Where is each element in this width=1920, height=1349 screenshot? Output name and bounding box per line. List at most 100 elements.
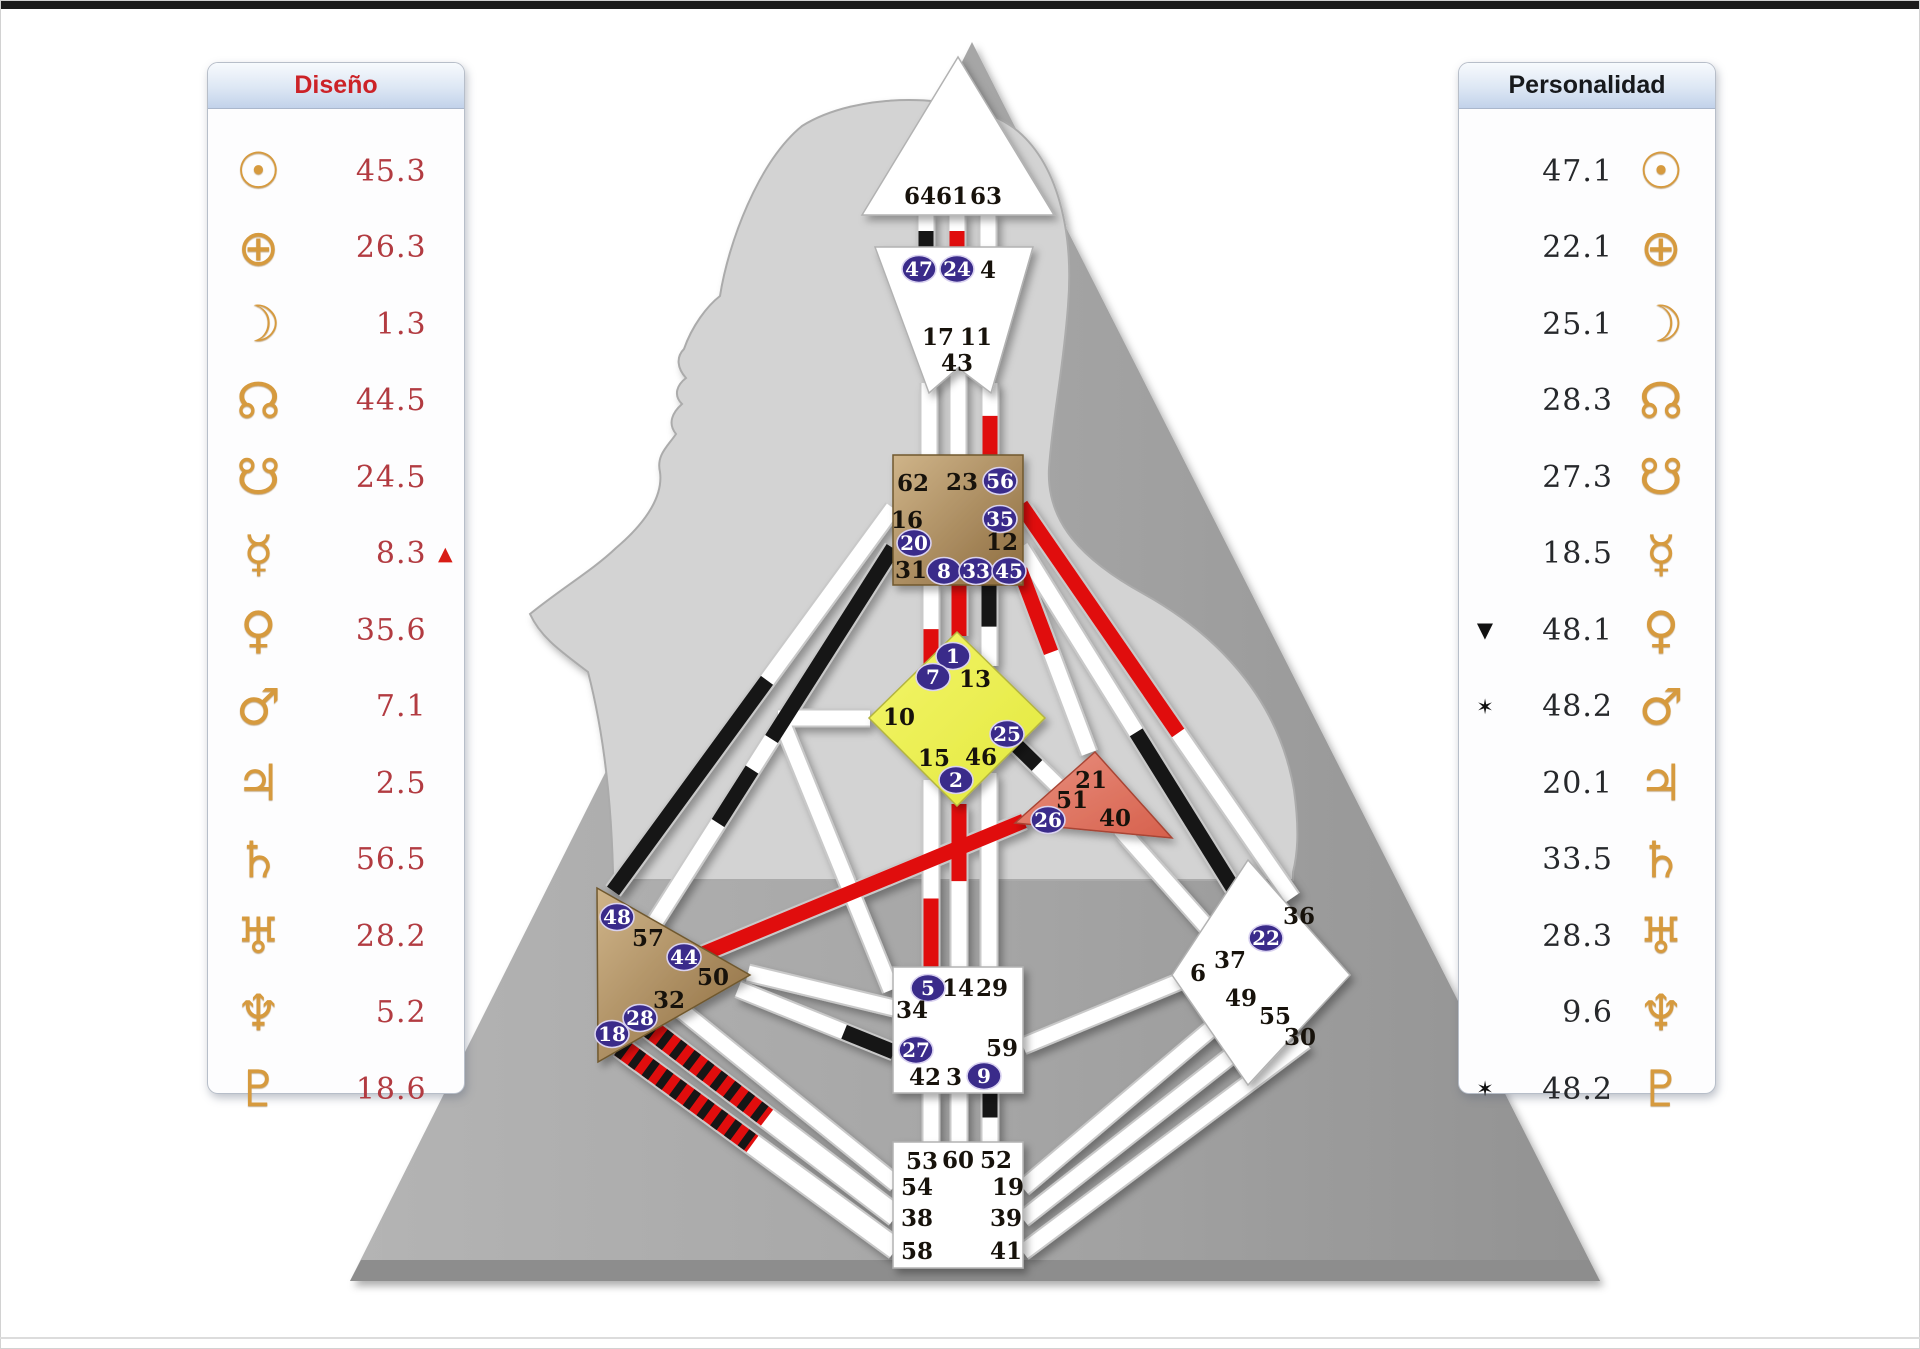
planet-row-neptune: 9.6 ♆ [1459, 975, 1715, 1052]
mars-gate-line-value: 7.1 [375, 689, 427, 725]
gate-2: 2 [949, 768, 963, 792]
gate-60: 60 [942, 1147, 974, 1174]
south-node-icon: ☋ [236, 448, 281, 507]
channel-segment [614, 1038, 759, 1153]
gate-24: 24 [943, 257, 971, 281]
gate-49: 49 [1225, 985, 1257, 1012]
planet-row-mercury: 18.5☿ [1459, 516, 1715, 593]
uranus-gate-line-value: 28.3 [1542, 918, 1613, 954]
personality-rows: 47.1☉22.1⊕25.1☽28.3☊27.3☋18.5☿▼48.1♀✶48.… [1459, 109, 1715, 1128]
gate-48: 48 [603, 905, 631, 929]
planet-row-uranus: 28.3 ♅ [1459, 898, 1715, 975]
venus-gate-line-value: 35.6 [355, 612, 427, 648]
north-node-icon: ☊ [236, 371, 281, 430]
gate-5: 5 [921, 976, 935, 1000]
venus-icon: ♀ [1642, 601, 1680, 660]
gate-30: 30 [1284, 1024, 1316, 1051]
uranus-gate-line-value: 28.2 [355, 918, 427, 954]
gate-50: 50 [697, 964, 729, 991]
gate-27-activated-oval [898, 1035, 934, 1065]
sun-icon: ☉ [1638, 142, 1684, 201]
sun-gate-line-value: 45.3 [355, 153, 427, 189]
pluto-gate-line-value: 18.6 [355, 1071, 427, 1107]
planet-row-north-node: 28.3☊ [1459, 363, 1715, 440]
mercury-marker-icon: ▲ [438, 542, 453, 565]
planet-row-south-node: ☋ 24.5 [208, 439, 464, 516]
gate-17: 17 [922, 324, 954, 351]
gate-9-activated-oval [966, 1061, 1002, 1091]
saturn-icon: ♄ [1638, 830, 1684, 889]
gate-11: 11 [960, 324, 992, 351]
gate-40: 40 [1099, 805, 1131, 832]
gate-46: 46 [965, 744, 997, 771]
root-center [892, 1141, 1024, 1269]
saturn-gate-line-value: 56.5 [355, 842, 427, 878]
ajna-center [873, 246, 1034, 395]
gate-56: 56 [986, 469, 1014, 493]
gate-59: 59 [986, 1035, 1018, 1062]
planet-row-south-node: 27.3☋ [1459, 439, 1715, 516]
north-node-gate-line-value: 44.5 [355, 383, 427, 419]
pluto-gate-line-value: 48.2 [1542, 1071, 1613, 1107]
gate-1-activated-oval [935, 641, 971, 671]
gate-26: 26 [1034, 808, 1062, 832]
mercury-gate-line-value: 8.3 [375, 536, 427, 572]
solar-plexus-center [1171, 858, 1352, 1087]
gate-63: 63 [970, 183, 1002, 210]
planet-row-pluto: ✶48.2♇ [1459, 1051, 1715, 1128]
mercury-gate-line-value: 18.5 [1542, 536, 1613, 572]
channels-layer [605, 213, 1311, 1260]
page-bottom-border [0, 1337, 1920, 1339]
uranus-icon: ♅ [1638, 907, 1684, 966]
gate-39: 39 [990, 1205, 1022, 1232]
design-panel-header: Diseño [208, 63, 464, 109]
personality-panel-title: Personalidad [1508, 71, 1666, 99]
gate-24-activated-oval [939, 254, 975, 284]
earth-icon: ⊕ [1640, 218, 1682, 277]
planet-row-sun: 47.1☉ [1459, 133, 1715, 210]
channel-segment [711, 765, 759, 828]
gate-31: 31 [895, 557, 927, 584]
neptune-gate-line-value: 9.6 [1562, 995, 1613, 1031]
gate-7: 7 [926, 665, 940, 689]
planet-row-earth: 22.1⊕ [1459, 210, 1715, 287]
gate-21: 21 [1075, 767, 1107, 794]
gate-35: 35 [986, 507, 1014, 531]
gate-54: 54 [901, 1174, 933, 1201]
personality-panel: Personalidad 47.1☉22.1⊕25.1☽28.3☊27.3☋18… [1458, 62, 1716, 1114]
neptune-icon: ♆ [1638, 983, 1684, 1042]
gate-61: 61 [936, 183, 968, 210]
gate-41: 41 [990, 1238, 1022, 1265]
gate-9: 9 [977, 1064, 991, 1088]
g-center [867, 630, 1047, 808]
saturn-icon: ♄ [236, 830, 281, 889]
gate-25-activated-oval [989, 719, 1025, 749]
gate-5-activated-oval [910, 973, 946, 1003]
gate-43: 43 [941, 350, 973, 377]
planet-row-neptune: ♆5.2 [208, 975, 464, 1052]
channel-segment [1018, 1034, 1310, 1259]
jupiter-icon: ♃ [236, 754, 281, 813]
channel-segment [1014, 500, 1185, 738]
gate-35-activated-oval [982, 504, 1018, 534]
venus-marker-icon: ▼ [1476, 618, 1494, 643]
channel-segment [641, 1019, 774, 1126]
design-rows: ☉45.3⊕26.3☽1.3☊44.5☋24.5☿8.3▲♀35.6♂7.1♃2… [208, 109, 464, 1128]
south-node-gate-line-value: 24.5 [355, 459, 427, 495]
gate-19: 19 [992, 1174, 1024, 1201]
gate-22-activated-oval [1248, 923, 1284, 953]
channel-segment [841, 1024, 897, 1059]
mountain-base-strip [350, 1260, 1600, 1281]
moon-gate-line-value: 1.3 [375, 306, 427, 342]
gate-51: 51 [1056, 787, 1088, 814]
gate-52: 52 [980, 1147, 1012, 1174]
gate-44: 44 [670, 945, 698, 969]
channel-segment [690, 814, 1027, 965]
channel-segment [775, 719, 898, 993]
planet-row-jupiter: 20.1♃ [1459, 745, 1715, 822]
gate-2-activated-oval [938, 765, 974, 795]
gate-8: 8 [937, 559, 951, 583]
planet-row-saturn: ♄ 56.5 [208, 822, 464, 899]
planet-row-saturn: 33.5♄ [1459, 822, 1715, 899]
moon-icon: ☽ [1638, 295, 1684, 354]
